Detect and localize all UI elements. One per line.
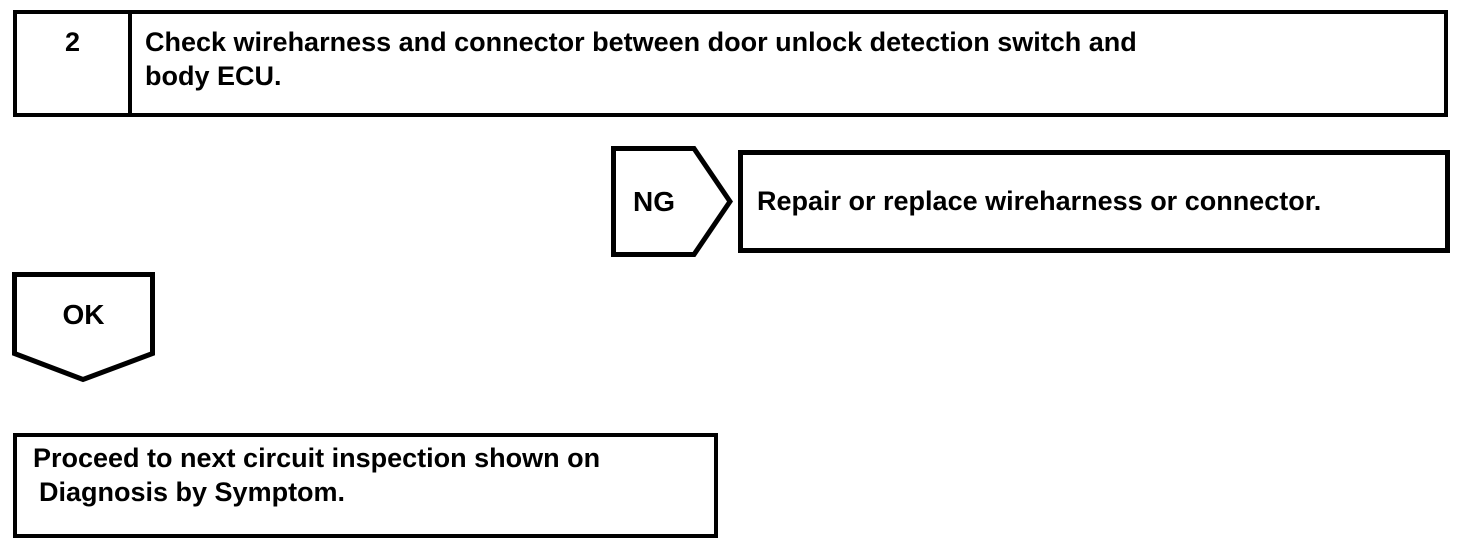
ng-action-box: Repair or replace wireharness or connect… [738, 150, 1450, 253]
ok-connector-pentagon [12, 272, 155, 383]
ok-label: OK [62, 298, 105, 330]
ng-connector-pentagon [611, 146, 733, 257]
ok-action-line-1: Proceed to next circuit inspection shown… [33, 443, 601, 473]
ok-action-line-2: Diagnosis by Symptom. [39, 477, 346, 507]
step-instruction: Check wireharness and connector between … [132, 14, 1444, 113]
ng-label: NG [633, 185, 675, 217]
step-number: 2 [17, 14, 132, 113]
step-instruction-line-1: Check wireharness and connector between … [145, 27, 1137, 57]
ok-pentagon-outline [12, 272, 155, 383]
step-box: 2 Check wireharness and connector betwee… [13, 10, 1448, 117]
step-instruction-line-2: body ECU. [145, 61, 282, 91]
ng-action-text: Repair or replace wireharness or connect… [757, 186, 1322, 216]
ok-action-box: Proceed to next circuit inspection shown… [13, 433, 718, 538]
ng-pentagon-outline [611, 146, 733, 257]
